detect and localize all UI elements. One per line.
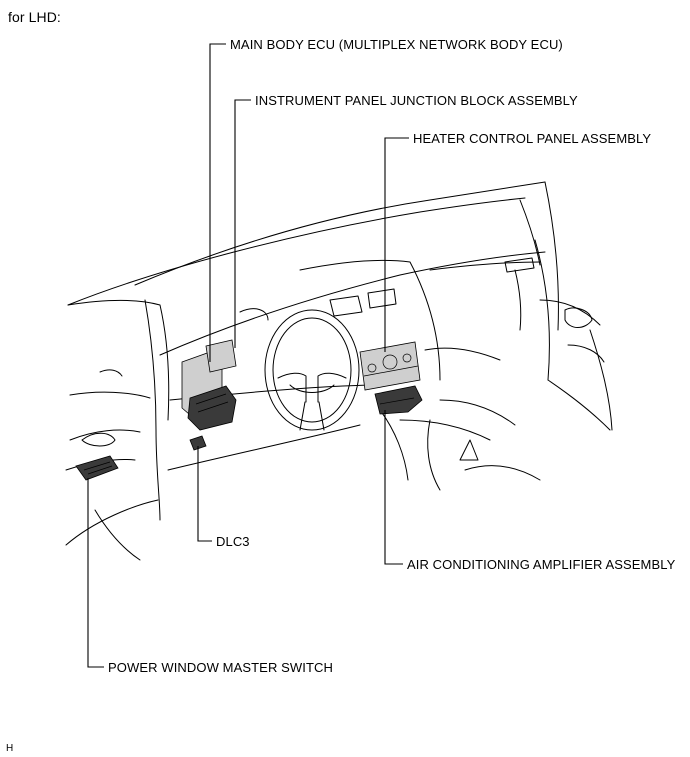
right-door	[534, 181, 613, 431]
heater-control-panel-part	[359, 341, 421, 391]
label-air-conditioning-amplifier: AIR CONDITIONING AMPLIFIER ASSEMBLY	[407, 557, 676, 572]
figure-code: H	[6, 743, 14, 754]
air-conditioning-amplifier-part	[374, 385, 423, 415]
label-heater-control-panel: HEATER CONTROL PANEL ASSEMBLY	[413, 131, 652, 146]
label-instrument-panel-junction-block: INSTRUMENT PANEL JUNCTION BLOCK ASSEMBLY	[255, 93, 578, 108]
power-window-master-switch-part	[75, 455, 119, 481]
label-dlc3: DLC3	[216, 534, 250, 549]
caption-for-lhd: for LHD:	[8, 9, 61, 25]
windshield-outline	[67, 181, 546, 306]
dashboard	[159, 251, 546, 471]
label-power-window-master-switch: POWER WINDOW MASTER SWITCH	[108, 660, 334, 675]
leader-lines	[87, 43, 409, 668]
main-body-ecu-part	[181, 339, 237, 431]
left-door	[65, 299, 170, 561]
dlc3-part	[189, 435, 207, 451]
steering-wheel	[264, 309, 360, 431]
center-console	[379, 347, 541, 491]
label-main-body-ecu: MAIN BODY ECU (MULTIPLEX NETWORK BODY EC…	[230, 37, 563, 52]
